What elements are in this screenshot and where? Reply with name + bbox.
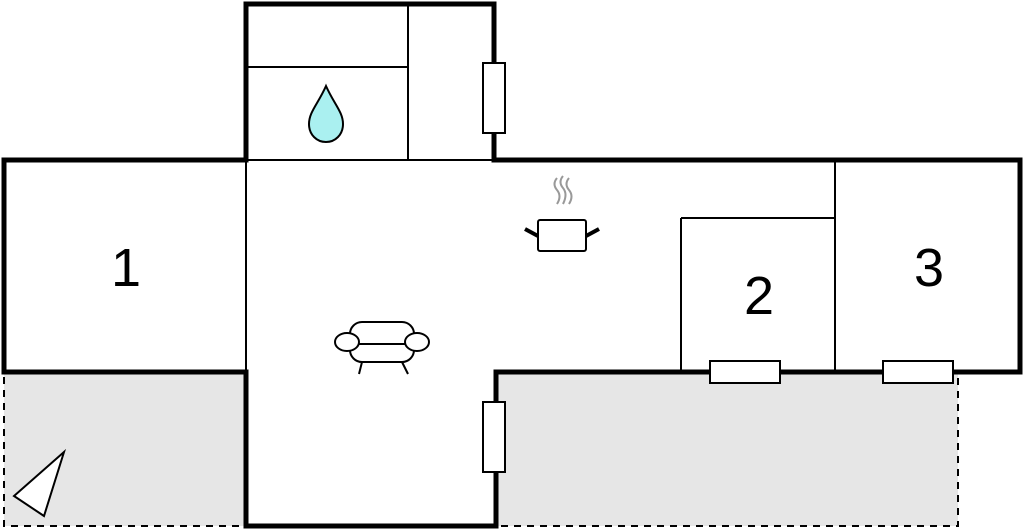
room-label-3: 3	[914, 238, 944, 298]
window-living	[482, 401, 506, 473]
cooking-pot-icon	[524, 175, 600, 252]
water-drop-icon	[307, 83, 345, 144]
sofa-icon	[334, 321, 430, 375]
room-label-2: 2	[744, 266, 774, 326]
window-bathroom	[482, 62, 506, 134]
windows	[482, 62, 954, 473]
window-bedroom-2	[709, 360, 781, 384]
interior-walls	[245, 4, 836, 372]
terrace-right	[495, 371, 959, 527]
north-arrow-icon	[12, 448, 67, 518]
window-bedroom-3	[882, 360, 954, 384]
room-label-1: 1	[111, 238, 141, 298]
